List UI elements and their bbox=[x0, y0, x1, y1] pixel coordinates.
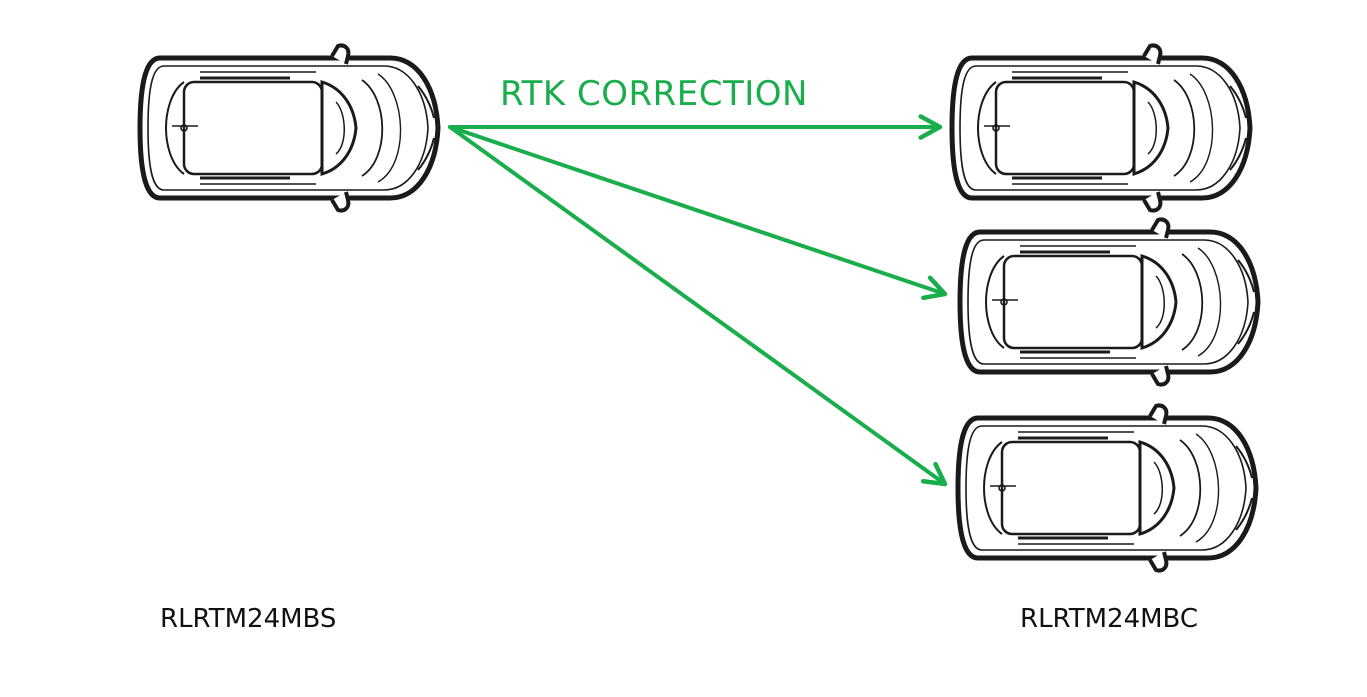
correction-arrows bbox=[448, 114, 948, 487]
base-car bbox=[140, 45, 438, 210]
arrowhead-1 bbox=[918, 114, 943, 140]
correction-arrow-2 bbox=[448, 125, 947, 296]
rover-label: RLRTM24MBC bbox=[1020, 604, 1199, 634]
arrowhead-3 bbox=[920, 461, 948, 487]
correction-arrow-3 bbox=[448, 125, 947, 486]
arrowhead-2 bbox=[921, 275, 948, 301]
base-station-label: RLRTM24MBS bbox=[160, 604, 337, 634]
rover-car-1 bbox=[952, 45, 1250, 210]
rover-car-3 bbox=[958, 405, 1256, 570]
rover-car-2 bbox=[960, 219, 1258, 384]
rtk-correction-label: RTK CORRECTION bbox=[500, 74, 808, 114]
